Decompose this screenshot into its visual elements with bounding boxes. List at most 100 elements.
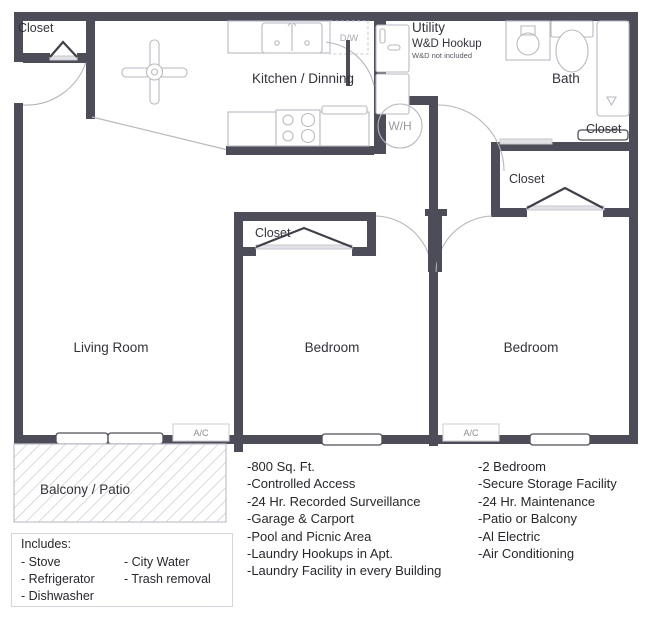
line-kitchen-diagonal [91, 116, 229, 151]
window-living-left [55, 432, 109, 445]
includes-column-a: - Stove - Refrigerator - Dishwasher [21, 554, 95, 605]
window-bedroom-left [321, 433, 383, 446]
utility-door-panel [346, 40, 350, 86]
bedroom-left-door-swing [375, 215, 433, 273]
includes-item: - City Water [124, 555, 190, 569]
water-heater-circle [377, 103, 423, 149]
ac-box-right [442, 423, 500, 442]
counter-lower-left [227, 111, 277, 147]
water-heater-label: W/H [388, 119, 411, 133]
amenity-item: -Air Conditioning [478, 546, 575, 562]
vanity-basin [516, 32, 540, 56]
hall-closet-track [526, 205, 605, 211]
balcony-group: Balcony / Patio [13, 443, 227, 523]
amenity-item: -Controlled Access [247, 476, 356, 492]
burner-1 [282, 114, 294, 126]
amenity-item: -Pool and Picnic Area [247, 528, 372, 544]
wall-bedroom-closet-bottom-right [352, 247, 376, 256]
ac-label-left: A/C [193, 428, 209, 438]
wall-kitchen-bottom [226, 146, 374, 155]
balcony-area [13, 443, 227, 523]
room-label-utility: Utility [412, 20, 445, 35]
closet-label-bedroom: Closet [255, 226, 291, 240]
wall-top-bath [386, 12, 638, 21]
fan-hub [145, 63, 164, 81]
bedroom-right-door-panel [437, 216, 442, 272]
wall-kitchen-left [86, 12, 95, 119]
room-label-bedroom-left: Bedroom [305, 340, 360, 355]
includes-item: - Dishwasher [21, 589, 94, 603]
utility-note-label: W&D not included [412, 51, 472, 60]
room-label-bath: Bath [552, 71, 580, 86]
entry-door-swing [22, 61, 87, 106]
amenity-item: -2 Bedroom [478, 459, 546, 474]
includes-title: Includes: [21, 537, 72, 551]
toilet-bowl [555, 29, 589, 73]
sink-drain-right [304, 40, 310, 46]
washer-door [387, 44, 401, 51]
amenity-item: -Laundry Facility in every Building [247, 563, 442, 579]
utility-hookup-label: W&D Hookup [412, 38, 482, 50]
kitchen-fixtures: D/W [121, 20, 370, 147]
ac-group: A/C A/C [172, 423, 500, 442]
includes-item: - Trash removal [124, 572, 211, 586]
wall-bedroom-closet-bottom-left [234, 247, 256, 256]
entry-closet-track [49, 55, 78, 61]
bathtub [596, 20, 630, 117]
bath-fixtures [505, 20, 630, 117]
bedroom-closet-track [255, 244, 353, 250]
fan-center [150, 68, 159, 76]
dryer-outline [375, 73, 410, 115]
wall-right-outer [629, 12, 638, 444]
vanity-faucet [520, 25, 536, 36]
room-labels: Kitchen / Dinning Utility W&D Hookup W&D… [18, 20, 622, 355]
includes-box: Includes: - Stove - Refrigerator - Dishwas… [11, 533, 233, 607]
bedroom-closet-bifold [255, 226, 353, 249]
utility-door-swing [325, 41, 375, 87]
wall-bath-bottom [491, 142, 638, 151]
wall-utility-bath-divider [386, 96, 438, 105]
wall-left-outer [14, 103, 23, 444]
includes-item: - Refrigerator [21, 572, 95, 586]
amenity-item: -Al Electric [478, 528, 541, 544]
wall-hall-closet-left [491, 142, 500, 217]
bath-door-panel [499, 138, 553, 145]
doors-group [22, 40, 605, 273]
amenity-item: -800 Sq. Ft. [247, 459, 315, 474]
bedroom-right-door-swing [435, 215, 493, 273]
amenity-item: -Secure Storage Facility [478, 476, 617, 492]
ac-box-left [172, 423, 230, 442]
closet-label-entry: Closet [18, 21, 54, 35]
amenity-item: -Patio or Balcony [478, 511, 577, 527]
wall-entry-closet-bottom-left [14, 53, 50, 62]
window-bath [577, 129, 629, 141]
wall-bedroom-closet-top [234, 212, 376, 221]
tub-drain-icon [606, 96, 617, 107]
closet-label-hall-lower: Closet [509, 172, 545, 186]
fan-blade-right [158, 67, 188, 78]
dishwasher-outline [329, 20, 369, 55]
closet-label-hall-upper: Closet [586, 122, 622, 136]
sink-drain-left [274, 40, 280, 46]
bath-door-swing [437, 104, 505, 172]
utility-fixtures: W/H [375, 24, 423, 149]
includes-item: - Stove [21, 555, 61, 569]
bedroom-left-door-panel [428, 216, 433, 272]
entry-closet-bifold [49, 40, 78, 58]
amenity-item: -Laundry Hookups in Apt. [247, 546, 393, 562]
wall-center-vertical [429, 96, 438, 446]
refrigerator [319, 111, 370, 147]
vanity-counter [505, 20, 551, 61]
wall-bedroom-left-vertical [234, 212, 243, 452]
amenities-right-column: -2 Bedroom-Secure Storage Facility-24 Hr… [478, 458, 617, 562]
wall-utility-bottom-stub [374, 145, 386, 154]
window-living-right [107, 432, 164, 445]
room-label-bedroom-right: Bedroom [504, 340, 559, 355]
wall-bedroom-closet-right [367, 212, 376, 256]
sink-faucet-icon [287, 22, 297, 34]
dishwasher-label: D/W [340, 33, 359, 44]
ac-label-right: A/C [463, 428, 479, 438]
wall-hall-closet-bottom-right [603, 208, 638, 217]
